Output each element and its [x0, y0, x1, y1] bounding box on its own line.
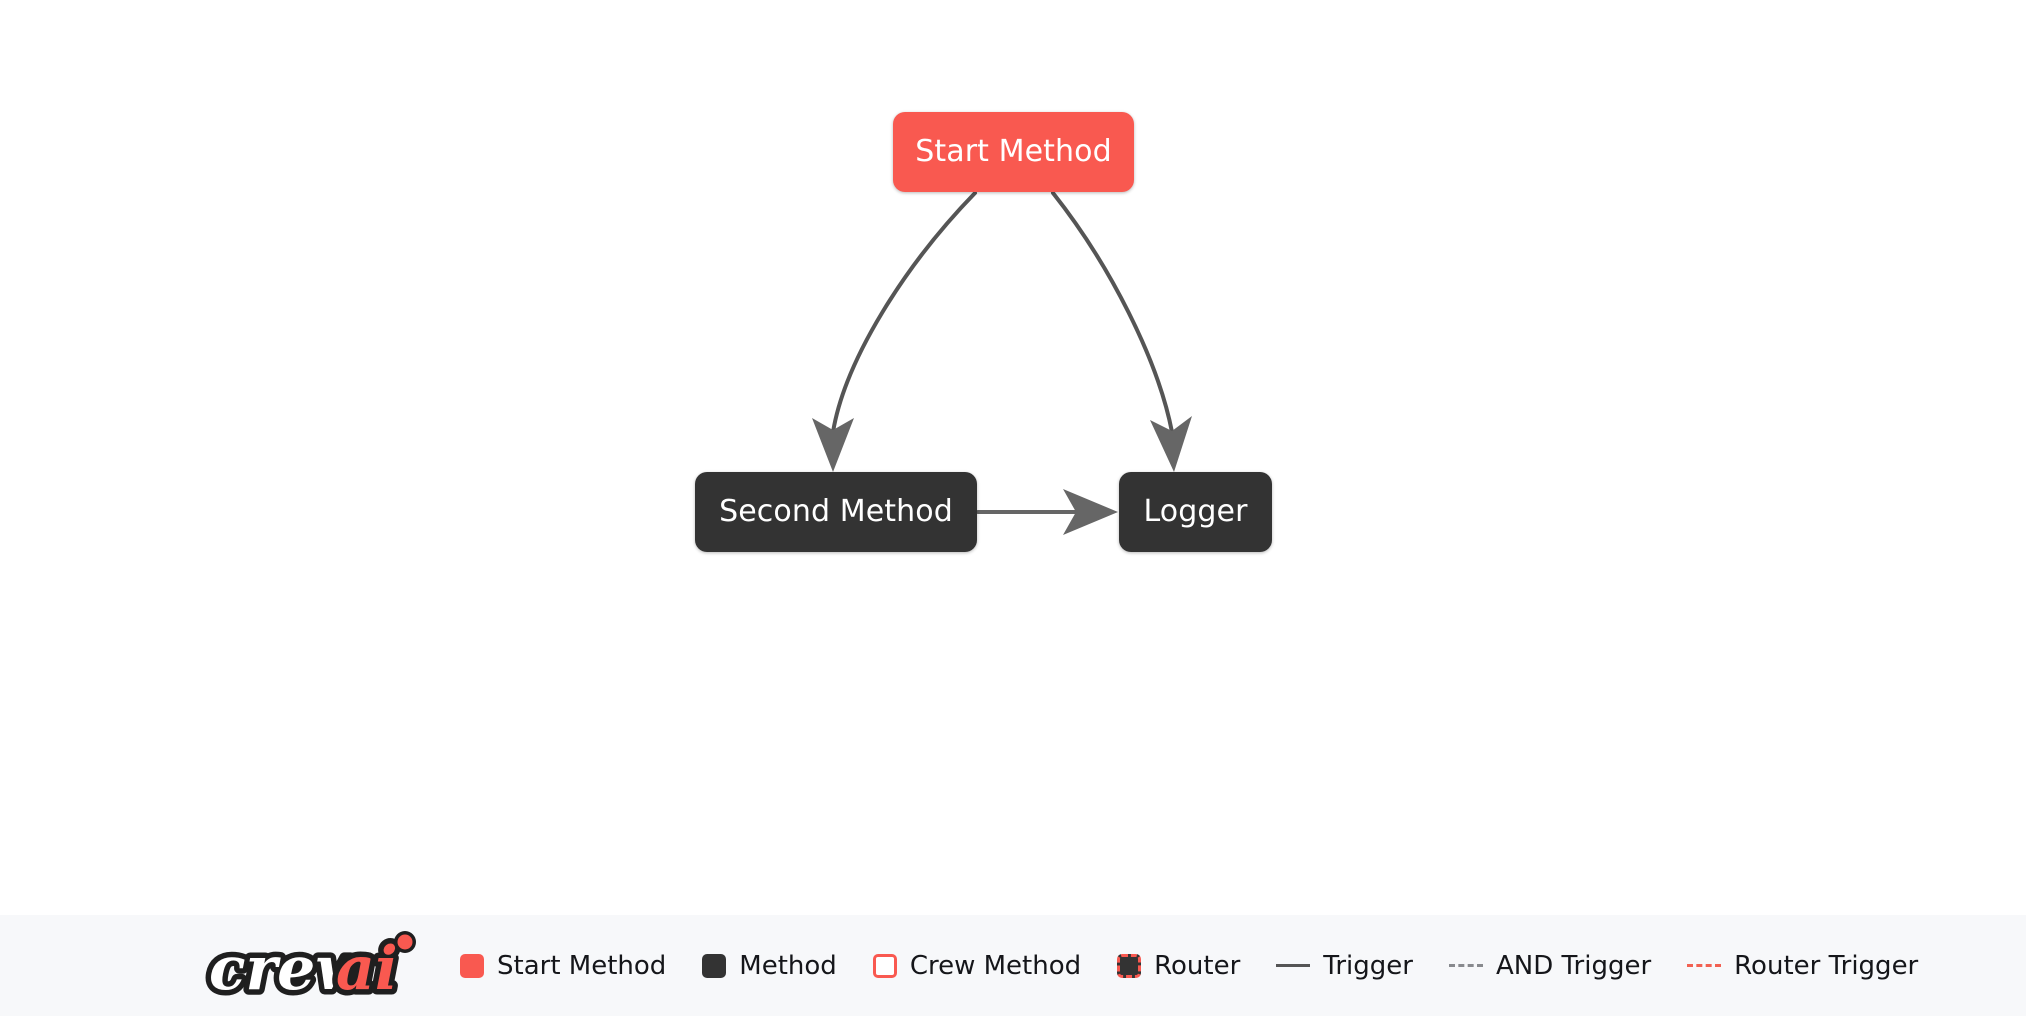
- legend-label: Method: [739, 950, 837, 981]
- flow-node-label: Second Method: [719, 494, 953, 529]
- logo-word-ai-outline: ai: [336, 934, 398, 1004]
- and-trigger-line-icon: [1448, 964, 1483, 967]
- edge-start-to-logger: [1051, 191, 1192, 472]
- legend-item-router: Router: [1117, 953, 1240, 979]
- trigger-line-icon: [1276, 964, 1311, 967]
- legend-label: Router: [1154, 950, 1241, 981]
- legend-item-trigger: Trigger: [1276, 953, 1413, 979]
- legend-item-start-method: Start Method: [460, 953, 666, 979]
- crew-method-swatch-icon: [872, 953, 897, 978]
- flow-node-label: Start Method: [915, 134, 1112, 169]
- logo-word-ai: ai: [336, 934, 398, 1004]
- router-swatch-icon: [1117, 953, 1142, 978]
- legend-label: Router Trigger: [1734, 950, 1919, 981]
- legend-label: Start Method: [497, 950, 667, 981]
- logo-word-crew-outline: crew: [209, 934, 369, 1004]
- legend-items: Start Method Method Crew Method Router T…: [460, 953, 1918, 979]
- method-swatch-icon: [702, 953, 727, 978]
- legend-label: Trigger: [1323, 950, 1413, 981]
- start-method-swatch-icon: [460, 953, 484, 978]
- logo-word-crew: crew: [209, 934, 369, 1004]
- flow-canvas[interactable]: Start Method Second Method Logger: [0, 0, 2026, 915]
- flow-node-logger[interactable]: Logger: [1119, 472, 1272, 552]
- crewai-logo: crew crew ai ai: [205, 928, 416, 1005]
- legend-label: AND Trigger: [1495, 950, 1652, 981]
- edge-start-to-second: [812, 191, 977, 472]
- legend-item-method: Method: [702, 953, 837, 979]
- legend-item-and-trigger: AND Trigger: [1448, 950, 1652, 981]
- legend-label: Crew Method: [909, 950, 1082, 981]
- legend-bar: crew crew ai ai Start Method Method Crew…: [0, 915, 2026, 1016]
- legend-item-crew-method: Crew Method: [872, 950, 1082, 981]
- flow-node-start-method[interactable]: Start Method: [893, 112, 1134, 192]
- router-trigger-line-icon: [1687, 964, 1722, 967]
- flow-node-label: Logger: [1143, 494, 1248, 529]
- flow-node-second-method[interactable]: Second Method: [695, 472, 977, 552]
- edge-layer: [812, 191, 1192, 535]
- edge-second-to-logger: [976, 489, 1118, 535]
- logo-dot: [397, 934, 413, 949]
- legend-item-router-trigger: Router Trigger: [1687, 953, 1918, 979]
